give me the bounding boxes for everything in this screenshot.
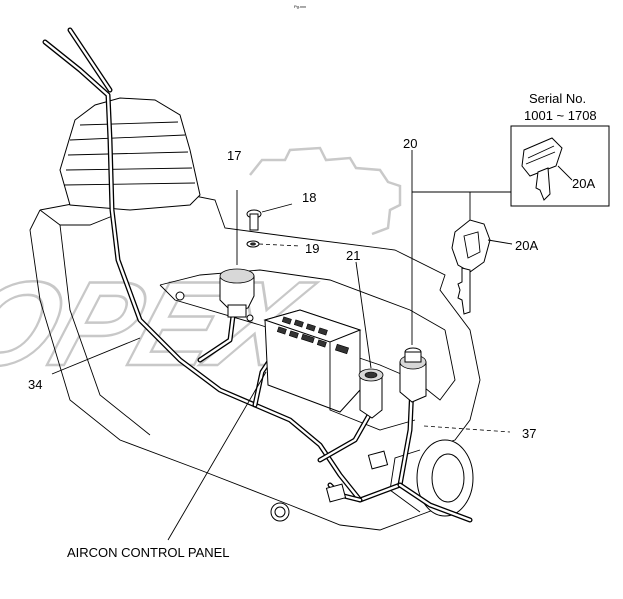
serial-box [510,125,610,207]
serial-title: Serial No. [529,91,586,106]
aircon-control-panel [263,309,362,413]
callout-20a: 20A [515,238,538,253]
callout-37: 37 [522,426,536,441]
leader-34 [51,337,141,375]
callout-17: 17 [227,148,241,163]
callout-21: 21 [346,248,360,263]
part-20a-key [451,192,513,315]
callout-20: 20 [403,136,417,151]
gear-watermark [249,146,402,236]
part-17-socket [219,190,255,318]
callout-34: 34 [28,377,42,392]
callout-19: 19 [305,241,319,256]
serial-range: 1001 ~ 1708 [524,108,597,123]
header-mark: Pg.xxx [294,4,306,9]
part-19-washer [246,240,301,248]
callout-18: 18 [302,190,316,205]
callout-aircon: AIRCON CONTROL PANEL [67,545,230,560]
serial-part-label: 20A [572,176,595,191]
leader-37 [423,425,511,433]
part-21-lighter [355,261,384,419]
lever-boot [59,97,201,211]
leader-aircon [167,371,267,541]
part-18-bolt [246,203,293,231]
console-body [29,194,481,531]
